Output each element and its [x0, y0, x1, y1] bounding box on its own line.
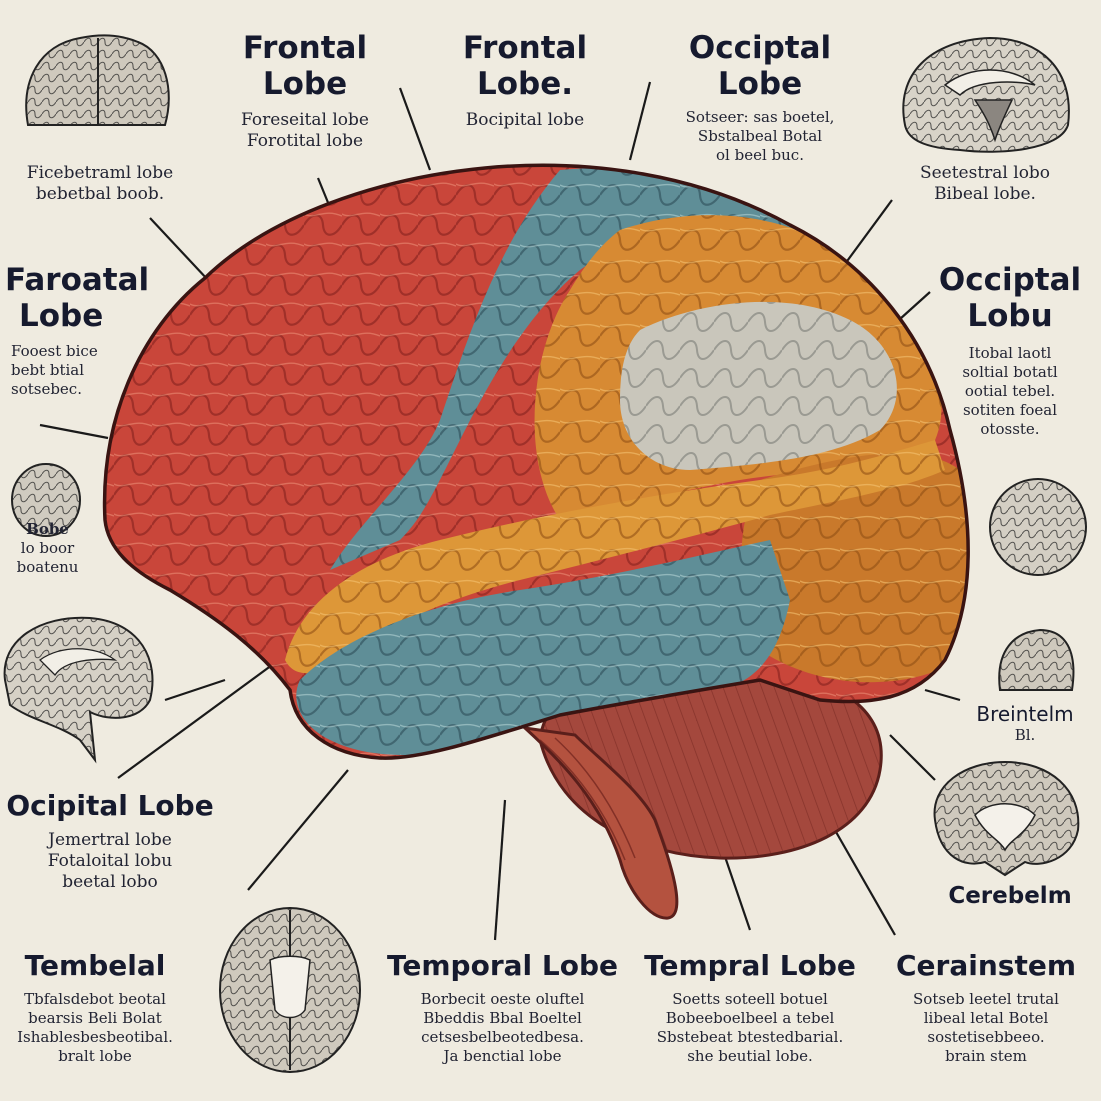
temporal-lobe-label-1: Temporal Lobe Borbecit oeste oluftel Bbe… [375, 950, 630, 1066]
brain-sagittal-section-icon-left [3, 616, 154, 764]
label-desc: boatenu [16, 558, 79, 576]
label-title: Faroatal [5, 262, 150, 298]
frontal-lobe-label-2: Frontal Lobe. Bocipital lobe [425, 30, 625, 131]
label-title: Occiptal [938, 262, 1082, 298]
frontal-lobe-label-1: Frontal Lobe Foreseital lobe Forotital l… [200, 30, 410, 152]
label-desc: libeal letal Botel [923, 1009, 1049, 1027]
label-desc: ootial tebel. [964, 382, 1056, 400]
label-desc: Itobal laotl [968, 344, 1052, 362]
label-desc: Sbstebeat btestedbarial. [656, 1028, 844, 1046]
label-desc: Bbeddis Bbal Boeltel [423, 1009, 582, 1027]
label-desc: Bl. [1014, 726, 1036, 744]
label-title: Occiptal [688, 30, 832, 66]
top-left-caption: Ficebetraml lobe bebetbal boob. [5, 163, 195, 205]
cerebral-hemisphere [104, 165, 969, 759]
label-desc: soltial botatl [962, 363, 1058, 381]
label-title: Lobu [967, 298, 1053, 334]
label-desc: Soetts soteell botuel [672, 990, 828, 1008]
label-title: Ocipital Lobe [6, 789, 214, 822]
occipital-lobe-label-top: Occiptal Lobe Sotseer: sas boetel, Sbsta… [655, 30, 865, 165]
label-desc: ol beel buc. [716, 146, 804, 164]
tembelal-label: Tembelal Tbfalsdebot beotal bearsis Beli… [0, 950, 190, 1066]
label-desc: bralt lobe [58, 1047, 132, 1065]
label-title: Breintelm [976, 702, 1074, 726]
brain-top-view-icon [25, 34, 170, 126]
brain-coronal-section-icon [933, 760, 1080, 877]
label-desc: Fotaloital lobu [47, 851, 173, 871]
brain-top-small-icon [998, 628, 1075, 691]
label-desc: Tbfalsdebot beotal [24, 990, 166, 1008]
temporal-lobe-label-2: Tempral Lobe Soetts soteell botuel Bobee… [630, 950, 870, 1066]
label-title: Tembelal [24, 949, 166, 982]
label-title: Lobe [262, 66, 348, 102]
label-title: Lobe [717, 66, 803, 102]
label-desc: Bobeeboelbeel a tebel [665, 1009, 835, 1027]
label-desc: Jemertral lobe [48, 830, 172, 850]
brainstem [520, 725, 679, 920]
label-desc: Ishablesbesbeotibal. [17, 1028, 173, 1046]
label-desc: sotsebec. [11, 380, 82, 398]
brain-sphere-icon [11, 463, 81, 537]
hemisphere-outline [102, 163, 970, 760]
label-title: Frontal [242, 30, 368, 66]
label-title: Frontal [462, 30, 588, 66]
label-desc: sotiten foeal [962, 401, 1058, 419]
label-desc: Foreseital lobe [241, 110, 369, 130]
label-desc: Ficebetraml lobe [26, 163, 174, 183]
label-desc: Borbecit oeste oluftel [420, 990, 585, 1008]
label-title: Lobe [19, 298, 104, 334]
left-mini-caption: Bobe lo boor boatenu [0, 520, 95, 577]
label-desc: Fooest bice [11, 342, 98, 360]
label-desc: lo boor [20, 539, 75, 557]
label-desc: sostetisebbeeo. [927, 1028, 1045, 1046]
label-desc: Forotital lobe [246, 131, 364, 151]
label-title: Cerainstem [896, 949, 1076, 982]
label-desc: cetsesbelbeotedbesa. [421, 1028, 584, 1046]
occipital-lobe-label-lower-left: Ocipital Lobe Jemertral lobe Fotaloital … [0, 790, 220, 893]
brain-sagittal-section-icon [902, 36, 1070, 153]
label-desc: Bocipital lobe [465, 110, 585, 130]
brain-axial-section-icon [219, 907, 361, 1073]
top-right-caption: Seetestral lobo Bibeal lobe. [890, 163, 1080, 205]
label-desc: bebt btial [11, 361, 85, 379]
label-desc: beetal lobo [62, 872, 158, 892]
brainstem-label-right: Breintelm Bl. [960, 702, 1090, 745]
label-title: Cerebelm [948, 883, 1072, 909]
cerebellum-label-right: Cerebelm [925, 882, 1095, 910]
brain-sphere-icon-right [989, 478, 1087, 576]
label-desc: Seetestral lobo [919, 163, 1051, 183]
label-desc: she beutial lobe. [687, 1047, 813, 1065]
label-title: Tempral Lobe [644, 949, 856, 982]
label-title: Temporal Lobe [387, 949, 618, 982]
parietal-lobe-label-left: Faroatal Lobe Fooest bice bebt btial sot… [5, 262, 165, 399]
label-desc: Ja benctial lobe [443, 1047, 562, 1065]
label-desc: bearsis Beli Bolat [28, 1009, 162, 1027]
label-desc: Bibeal lobe. [934, 184, 1036, 204]
label-desc: brain stem [945, 1047, 1027, 1065]
label-desc: Sbstalbeal Botal [697, 127, 823, 145]
label-desc: bebetbal boob. [35, 184, 165, 204]
occipital-lobe-label-right: Occiptal Lobu Itobal laotl soltial botat… [925, 262, 1095, 439]
label-desc: otosste. [980, 420, 1040, 438]
label-desc: Sotseer: sas boetel, [685, 108, 835, 126]
label-title: Lobe. [476, 66, 574, 102]
cerainstem-label: Cerainstem Sotseb leetel trutal libeal l… [876, 950, 1096, 1066]
label-desc: Bobe [26, 520, 69, 538]
label-desc: Sotseb leetel trutal [913, 990, 1059, 1008]
